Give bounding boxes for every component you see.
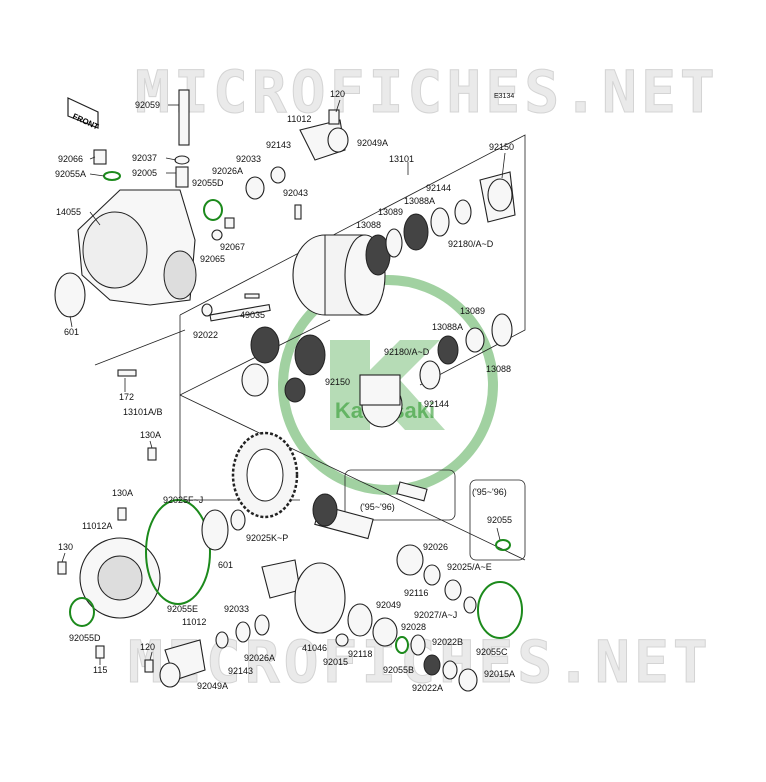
label-92025FJ: 92025F~J: [163, 495, 203, 505]
label-92033: 92033: [236, 154, 261, 164]
label-92180-top: 92180/A~D: [448, 239, 494, 249]
label-11012A: 11012A: [82, 521, 112, 531]
oring-92055D: [203, 199, 223, 221]
label-13088-mid: 13088: [486, 364, 511, 374]
label-92144-mid: 92144: [424, 399, 449, 409]
watermark-top: MICROFICHES.NET: [135, 58, 719, 127]
label-92022A: 92022A: [412, 683, 443, 693]
label-130A-bottom: 130A: [112, 488, 133, 498]
part-labels: 92059 120 11012 92049A 92143 92033 92026…: [55, 89, 515, 693]
label-92037: 92037: [132, 153, 157, 163]
pin-92059: [178, 89, 190, 146]
label-92025AE: 92025/A~E: [447, 562, 492, 572]
label-92027AJ: 92027/A~J: [414, 610, 457, 620]
front-arrow: FRONT: [67, 97, 100, 132]
label-92055E: 92055E: [167, 604, 198, 614]
label-92150-top: 92150: [489, 142, 514, 152]
label-13089-top: 13089: [378, 207, 403, 217]
label-92026: 92026: [423, 542, 448, 552]
label-92022B: 92022B: [432, 637, 463, 647]
cover-11012A: [79, 537, 161, 619]
label-92059: 92059: [135, 100, 160, 110]
label-92043: 92043: [283, 188, 308, 198]
label-11012-bottom: 11012: [182, 617, 206, 627]
housing-14055: [77, 189, 197, 306]
diagram-code: E3134: [494, 93, 514, 100]
note-year-right: ('95~'96): [472, 487, 507, 497]
label-172: 172: [119, 392, 134, 402]
label-13088A-mid: 13088A: [432, 322, 463, 332]
plug-92066: [93, 149, 107, 165]
label-92055C: 92055C: [476, 647, 508, 657]
label-92025KP: 92025K~P: [246, 533, 288, 543]
label-92066: 92066: [58, 154, 83, 164]
label-92055D-top: 92055D: [192, 178, 224, 188]
label-92055A: 92055A: [55, 169, 86, 179]
label-92116: 92116: [404, 588, 428, 598]
label-92055D-bottom: 92055D: [69, 633, 101, 643]
label-601-bottom: 601: [218, 560, 233, 570]
label-92026A-bottom: 92026A: [244, 653, 275, 663]
ring-92037: [174, 155, 190, 165]
label-92150-mid: 92150: [325, 377, 350, 387]
label-11012: 11012: [287, 114, 311, 124]
label-13101: 13101: [389, 154, 414, 164]
label-92005: 92005: [132, 168, 157, 178]
label-41046: 41046: [302, 643, 327, 653]
label-49035: 49035: [240, 310, 265, 320]
label-92033-bottom: 92033: [224, 604, 249, 614]
label-115: 115: [93, 665, 107, 675]
label-120: 120: [330, 89, 345, 99]
bolt-92005: [175, 166, 189, 188]
leader-lines: [61, 99, 506, 665]
label-92055: 92055: [487, 515, 512, 525]
label-92028: 92028: [401, 622, 426, 632]
label-14055: 14055: [56, 207, 81, 217]
label-92015A: 92015A: [484, 669, 515, 679]
label-92026A: 92026A: [212, 166, 243, 176]
label-13089-mid: 13089: [460, 306, 485, 316]
note-year-center: ('95~'96): [360, 502, 395, 512]
bearing-601: [54, 272, 86, 318]
label-92015: 92015: [323, 657, 348, 667]
label-13088-top: 13088: [356, 220, 381, 230]
label-92118: 92118: [348, 649, 372, 659]
label-92143-bottom: 92143: [228, 666, 253, 676]
label-92180-mid: 92180/A~D: [384, 347, 430, 357]
label-92067: 92067: [220, 242, 245, 252]
oring-92055A: [103, 171, 121, 181]
label-13101AB: 13101A/B: [123, 407, 163, 417]
label-92144-top: 92144: [426, 183, 451, 193]
label-92143: 92143: [266, 140, 291, 150]
label-92049: 92049: [376, 600, 401, 610]
label-92065: 92065: [200, 254, 225, 264]
label-92022: 92022: [193, 330, 218, 340]
label-120-bottom: 120: [140, 642, 155, 652]
label-92049A-bottom: 92049A: [197, 681, 228, 691]
label-601-top: 601: [64, 327, 79, 337]
label-92049A: 92049A: [357, 138, 388, 148]
label-92055B: 92055B: [383, 665, 414, 675]
label-130A-top: 130A: [140, 430, 161, 440]
label-13088A-top: 13088A: [404, 196, 435, 206]
label-130: 130: [58, 542, 73, 552]
